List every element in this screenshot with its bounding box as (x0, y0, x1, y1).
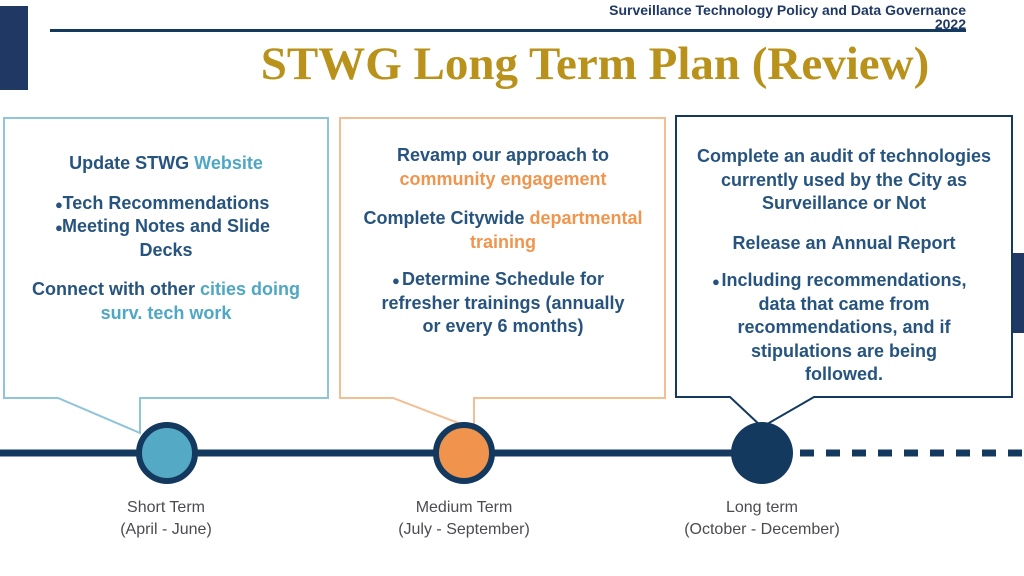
release-bold: Annual Report (831, 232, 956, 253)
citywide-text: Complete Citywide (363, 208, 530, 228)
bullet-icon: ● (55, 196, 63, 212)
medium-term-heading: Revamp our approach to (396, 145, 610, 165)
short-term-heading-text: Update STWG (69, 153, 195, 173)
bullet-text: Tech Recommendations (62, 192, 270, 213)
bullet-text-continuation: followed. (805, 364, 883, 384)
release-text: Release an (732, 232, 832, 253)
bullet-text-continuation: data that came from (758, 293, 930, 314)
short-term-connect-line: Connect with other cities doing (6, 278, 326, 302)
bullet-icon: ● (392, 273, 400, 288)
long-term-heading-line1: Complete an audit of technologies (696, 146, 992, 166)
bullet-icon: ● (55, 220, 63, 235)
bullet-icon: ● (712, 274, 720, 289)
speech-bubble-short-term (3, 117, 329, 435)
medium-term-heading-highlight: community engagement (399, 168, 607, 189)
milestone-label-long-term: Long term (October - December) (652, 497, 872, 541)
short-term-box-content: Update STWG Website ●Tech Recommendation… (6, 152, 326, 325)
bullet-item: ●Tech Recommendations (6, 192, 326, 216)
milestone-sublabel: (April - June) (120, 521, 212, 538)
long-term-release-line: Release an Annual Report (678, 232, 1010, 256)
presentation-subtitle: Surveillance Technology Policy and Data … (446, 3, 966, 31)
milestone-dot-long-term (731, 422, 793, 484)
speech-bubble-medium-term (339, 117, 666, 431)
speech-bubble-long-term (675, 115, 1013, 429)
milestone-label: Long term (725, 499, 799, 516)
slide-title: STWG Long Term Plan (Review) (260, 38, 930, 90)
long-term-heading-bold: Surveillance or Not (761, 193, 927, 213)
medium-term-line2-highlight2: training (470, 231, 536, 252)
milestone-sublabel: (October - December) (684, 521, 840, 538)
bullet-text-continuation: or every 6 months) (422, 316, 584, 336)
presentation-subtitle-year: 2022 (934, 16, 966, 32)
bullet-text: Including recommendations, (721, 270, 967, 290)
bullet-text-continuation: stipulations are being (750, 340, 938, 361)
milestone-label: Short Term (127, 499, 205, 516)
bullet-text: Determine Schedule for (401, 269, 605, 289)
citywide-highlight: departmental (529, 208, 643, 228)
long-term-box-content: Complete an audit of technologies curren… (678, 145, 1010, 387)
bullet-item: ●Determine Schedule for (343, 268, 663, 292)
top-left-accent-bar (0, 6, 28, 90)
presentation-subtitle-line1: Surveillance Technology Policy and Data … (609, 2, 966, 18)
bullet-text-continuation: refresher trainings (annually (381, 292, 625, 313)
header-divider (50, 29, 966, 32)
milestone-dot-short-term (136, 422, 198, 484)
bullet-item: ●Meeting Notes and Slide (6, 215, 326, 239)
milestone-dot-medium-term (433, 422, 495, 484)
bullet-text-continuation: recommendations, and if (737, 317, 951, 337)
medium-term-line2: Complete Citywide departmental (343, 207, 663, 231)
bullet-text-continuation: Decks (139, 239, 193, 260)
short-term-heading: Update STWG Website (6, 152, 326, 176)
bullet-text: Meeting Notes and Slide (61, 216, 271, 236)
connect-highlight: cities doing (199, 279, 300, 299)
milestone-label: Medium Term (415, 499, 513, 516)
milestone-label-medium-term: Medium Term (July - September) (354, 497, 574, 541)
connect-text: Connect with other (31, 279, 200, 299)
right-edge-accent-bar (1012, 253, 1024, 333)
bullet-item: ●Including recommendations, (678, 269, 1010, 293)
short-term-connect-highlight2: surv. tech work (100, 302, 232, 323)
milestone-label-short-term: Short Term (April - June) (56, 497, 276, 541)
short-term-heading-highlight: Website (194, 153, 263, 173)
medium-term-box-content: Revamp our approach to community engagem… (343, 144, 663, 339)
milestone-sublabel: (July - September) (398, 521, 530, 538)
long-term-heading-line2: currently used by the City as (720, 169, 968, 190)
